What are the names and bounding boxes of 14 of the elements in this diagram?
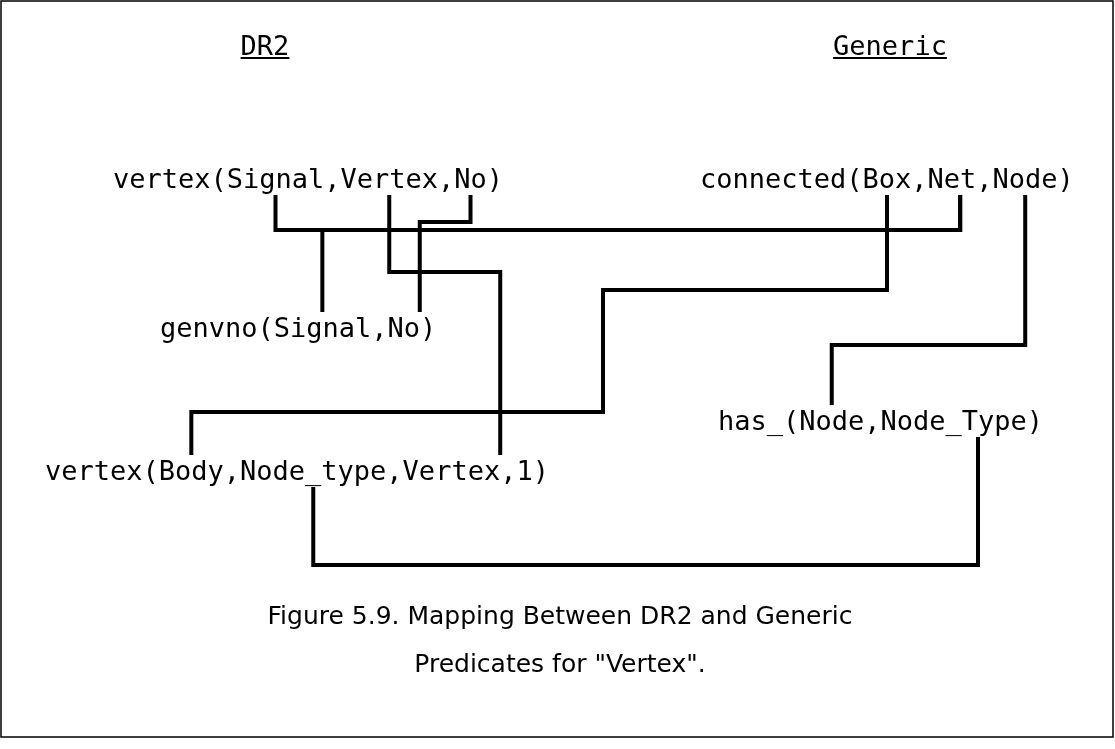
predicate-text: connected(Box,Net,Node) bbox=[700, 163, 1074, 195]
connector-line bbox=[189, 195, 889, 455]
column-heading: Generic bbox=[833, 30, 947, 61]
column-heading: DR2 bbox=[240, 30, 290, 61]
connector-line bbox=[311, 437, 980, 567]
connector-line bbox=[387, 195, 503, 455]
figure-caption: Figure 5.9. Mapping Between DR2 and Generic Predicates for "Vertex". bbox=[266, 600, 854, 680]
connector-line bbox=[829, 195, 1028, 405]
predicate-text: has_(Node,Node_Type) bbox=[718, 405, 1044, 437]
connector-line bbox=[417, 195, 473, 312]
predicate-text: genvno(Signal,No) bbox=[160, 312, 437, 344]
predicate-text: vertex(Signal,Vertex,No) bbox=[113, 163, 504, 195]
connector-line bbox=[320, 195, 963, 312]
predicate-text: vertex(Body,Node_type,Vertex,1) bbox=[45, 455, 549, 487]
